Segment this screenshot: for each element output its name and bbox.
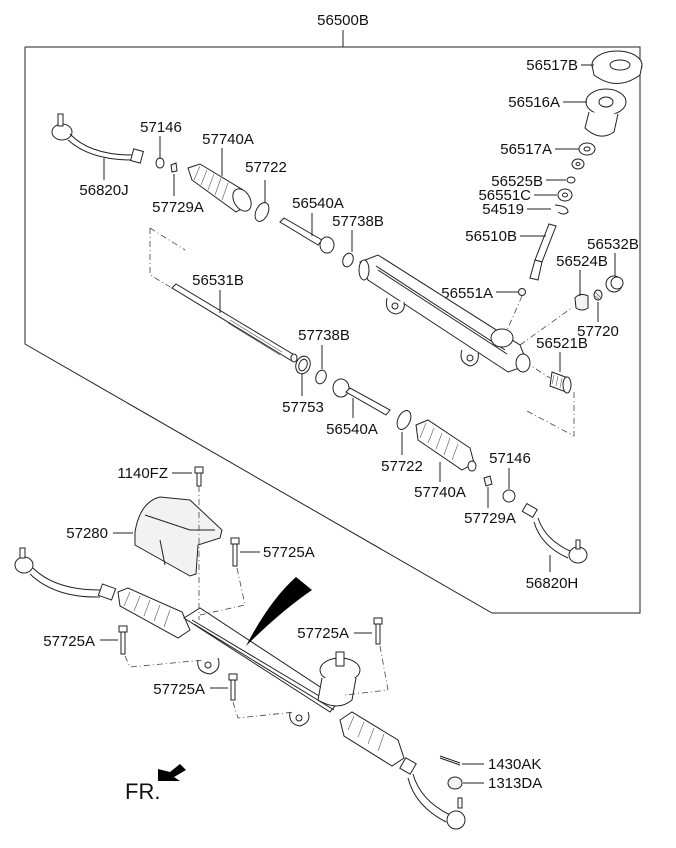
part-lower-rack-housing[interactable] <box>183 607 341 727</box>
label-57720[interactable]: 57720 <box>577 323 619 340</box>
assembly-boundary <box>24 30 641 614</box>
label-57725A-3[interactable]: 57725A <box>297 625 349 642</box>
label-56531B[interactable]: 56531B <box>192 272 244 289</box>
part-57738B-top[interactable] <box>341 252 355 269</box>
label-56532B[interactable]: 56532B <box>587 236 639 253</box>
part-56524B[interactable] <box>574 293 589 311</box>
part-56516A[interactable] <box>584 88 627 137</box>
part-57146-bot[interactable] <box>502 489 516 503</box>
label-57725A-2[interactable]: 57725A <box>43 633 95 650</box>
part-lower-pinion-housing[interactable] <box>317 651 361 707</box>
label-56500B[interactable]: 56500B <box>317 12 369 29</box>
label-56551A[interactable]: 56551A <box>441 285 493 302</box>
part-54519[interactable] <box>554 204 569 215</box>
label-57740A-top[interactable]: 57740A <box>202 131 254 148</box>
part-1313DA[interactable] <box>447 776 463 790</box>
label-1430AK[interactable]: 1430AK <box>488 756 541 773</box>
part-57725A-2[interactable] <box>118 625 128 655</box>
label-57738B-mid[interactable]: 57738B <box>298 327 350 344</box>
label-57722-bot[interactable]: 57722 <box>381 458 423 475</box>
label-56517B[interactable]: 56517B <box>526 57 578 74</box>
part-lower-boot-right[interactable] <box>339 711 405 767</box>
label-56510B[interactable]: 56510B <box>465 228 517 245</box>
label-57740A-bot[interactable]: 57740A <box>414 484 466 501</box>
label-56521B[interactable]: 56521B <box>536 335 588 352</box>
label-57725A-4[interactable]: 57725A <box>153 681 205 698</box>
label-57725A-1[interactable]: 57725A <box>263 544 315 561</box>
part-57753[interactable] <box>293 354 312 376</box>
part-56525B[interactable] <box>566 176 576 184</box>
label-57722-top[interactable]: 57722 <box>245 159 287 176</box>
part-57280[interactable] <box>134 496 223 577</box>
label-56820H[interactable]: 56820H <box>526 575 579 592</box>
label-57738B-top[interactable]: 57738B <box>332 213 384 230</box>
part-57740A-top[interactable] <box>187 163 255 214</box>
part-57738B-mid[interactable] <box>314 369 328 386</box>
part-57720[interactable] <box>593 289 603 301</box>
label-56525B[interactable]: 56525B <box>491 173 543 190</box>
label-56516A[interactable]: 56516A <box>508 94 560 111</box>
lower-dash-lines <box>124 486 389 719</box>
part-56540A-top[interactable] <box>279 217 335 254</box>
part-56521B[interactable] <box>549 371 572 394</box>
part-56540A-mid[interactable] <box>332 378 391 416</box>
part-57725A-4[interactable] <box>228 673 238 701</box>
part-56517B[interactable] <box>591 50 643 84</box>
part-1140FZ[interactable] <box>194 466 204 487</box>
indicator-arrow <box>246 577 312 646</box>
part-57729A-bot[interactable] <box>483 475 493 487</box>
part-57722-bot[interactable] <box>394 408 413 431</box>
label-57729A-bot[interactable]: 57729A <box>464 510 516 527</box>
part-57146-top[interactable] <box>155 157 165 169</box>
label-56540A-mid[interactable]: 56540A <box>326 421 378 438</box>
part-57729A-top[interactable] <box>170 162 178 173</box>
part-56510B[interactable] <box>529 223 557 281</box>
front-direction-label: FR. <box>125 779 160 804</box>
part-56531B[interactable] <box>171 283 298 363</box>
label-56524B[interactable]: 56524B <box>556 253 608 270</box>
part-57722-top[interactable] <box>252 200 271 223</box>
part-57725A-1[interactable] <box>230 537 240 567</box>
label-1140FZ[interactable]: 1140FZ <box>117 465 168 482</box>
label-57753[interactable]: 57753 <box>282 399 324 416</box>
label-57146-top[interactable]: 57146 <box>140 119 182 136</box>
label-57146-bot[interactable]: 57146 <box>489 450 531 467</box>
label-57280[interactable]: 57280 <box>66 525 108 542</box>
part-57725A-3[interactable] <box>373 617 383 645</box>
label-56820J[interactable]: 56820J <box>79 182 128 199</box>
label-1313DA[interactable]: 1313DA <box>488 775 542 792</box>
part-57740A-bot[interactable] <box>415 419 477 472</box>
part-56820J[interactable] <box>51 113 144 164</box>
label-56540A-top[interactable]: 56540A <box>292 195 344 212</box>
front-direction-arrow-icon <box>158 764 186 781</box>
part-56532B[interactable] <box>605 275 624 293</box>
label-54519[interactable]: 54519 <box>482 201 524 218</box>
part-56551C[interactable] <box>557 188 573 202</box>
part-56551A[interactable] <box>518 288 526 296</box>
part-rack-housing[interactable] <box>358 254 531 373</box>
part-56517A[interactable] <box>571 142 596 170</box>
part-lower-tie-rod-left[interactable] <box>14 547 117 601</box>
part-lower-tie-rod-right[interactable] <box>399 757 466 830</box>
part-lower-boot-left[interactable] <box>117 587 191 639</box>
label-56517A[interactable]: 56517A <box>500 141 552 158</box>
part-1430AK[interactable] <box>439 755 461 766</box>
part-56820H[interactable] <box>521 502 588 564</box>
label-56551C[interactable]: 56551C <box>478 187 531 204</box>
label-57729A-top[interactable]: 57729A <box>152 199 204 216</box>
